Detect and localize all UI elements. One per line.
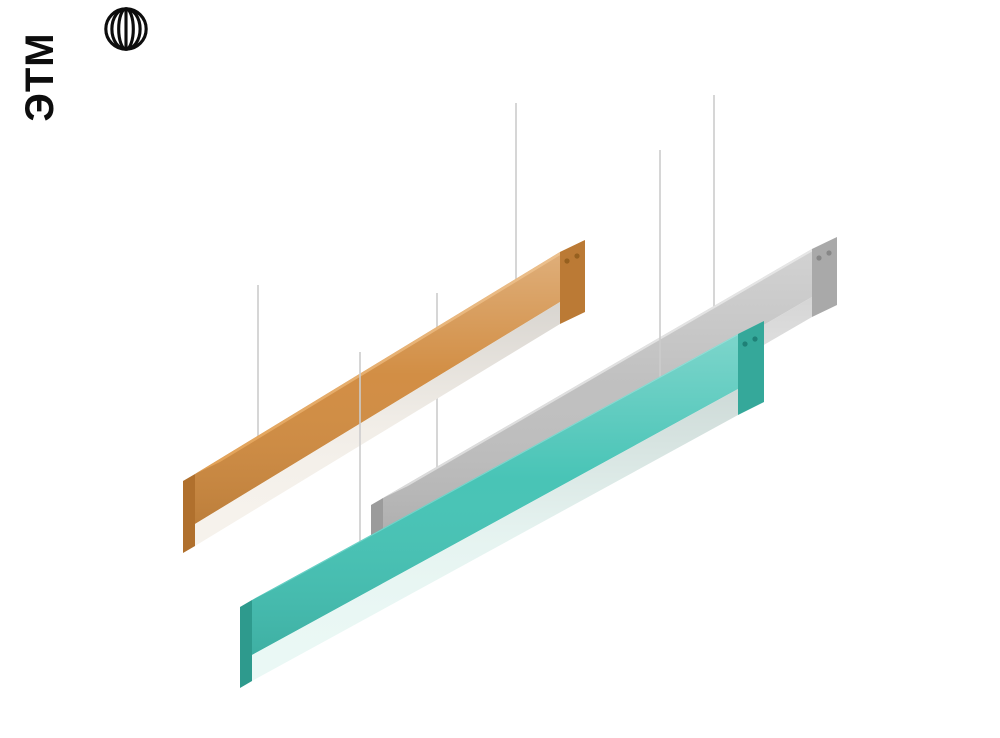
orange-mounting-hole [564, 258, 570, 264]
orange-fixture [183, 240, 585, 553]
orange-fixture-wires [257, 103, 517, 437]
teal-left-end-cap [240, 600, 252, 688]
teal-fixture-wires [359, 150, 661, 541]
orange-side-sheen [195, 252, 560, 524]
gray-right-end-cap [812, 237, 837, 317]
etm-globe-icon [104, 7, 148, 51]
teal-top-sheen [252, 321, 764, 600]
orange-diffuser-shade [195, 302, 560, 546]
orange-top-sheen [195, 240, 585, 474]
teal-right-end-cap [738, 321, 764, 415]
etm-globe-icon-strokes [104, 7, 148, 51]
gray-top-sheen [383, 237, 837, 498]
teal-side-sheen [252, 334, 738, 655]
teal-mounting-hole [742, 341, 748, 347]
orange-mounting-hole [574, 253, 580, 259]
gray-mounting-hole [816, 255, 822, 261]
teal-mounting-hole [752, 336, 758, 342]
teal-fixture [240, 321, 764, 688]
teal-diffuser-shade [252, 389, 738, 681]
orange-right-end-cap [560, 240, 585, 324]
orange-left-end-cap [183, 474, 195, 553]
gray-mounting-hole [826, 250, 832, 256]
